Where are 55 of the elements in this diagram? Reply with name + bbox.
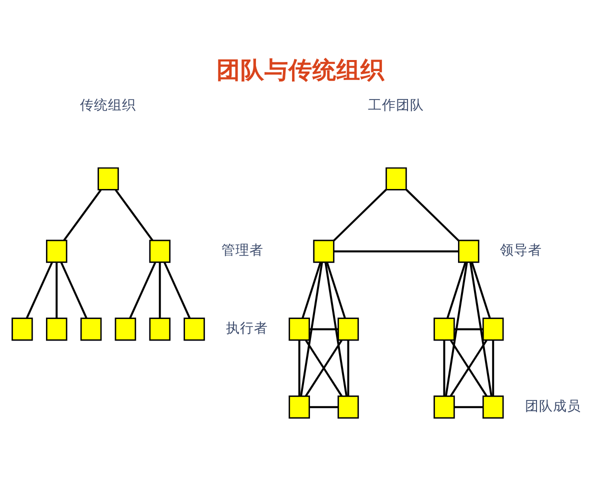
connector (450, 340, 488, 397)
label: 执行者 (226, 320, 268, 336)
connector (300, 262, 324, 396)
node-box (98, 167, 119, 190)
connector (446, 262, 466, 318)
connector (164, 262, 191, 319)
node-box (434, 396, 455, 419)
connector (114, 189, 154, 241)
connector (492, 340, 494, 396)
connector (158, 262, 161, 318)
node-box (482, 318, 504, 341)
connector (469, 262, 492, 396)
node-box (386, 167, 407, 190)
node-box (80, 318, 102, 341)
connector (333, 188, 387, 242)
connector (310, 328, 338, 330)
node-box (288, 318, 310, 341)
node-box (338, 318, 359, 341)
node-box (482, 396, 504, 419)
node-box (46, 318, 68, 341)
node-box (288, 396, 310, 419)
node-box (149, 318, 170, 341)
connector (324, 262, 348, 396)
connector (56, 262, 58, 318)
label: 管理者 (221, 242, 264, 258)
connector (444, 262, 468, 396)
label: 领导者 (500, 242, 542, 258)
node-box (458, 240, 480, 263)
node-box (338, 396, 359, 419)
connector (129, 262, 156, 319)
connector (26, 262, 53, 319)
node-box (12, 318, 33, 341)
connector (326, 262, 346, 318)
connector (302, 262, 322, 318)
connector (471, 262, 491, 318)
connector (406, 188, 460, 242)
node-box (184, 318, 205, 341)
connector (60, 262, 88, 319)
label: 传统组织 (80, 98, 136, 114)
node-box (149, 240, 170, 263)
node-box (46, 240, 68, 263)
connector (63, 189, 102, 241)
diagram-title: 团队与传统组织 (216, 56, 385, 84)
connector (347, 340, 350, 396)
connector (443, 340, 446, 396)
label: 团队成员 (524, 398, 581, 414)
label: 工作团队 (368, 98, 424, 114)
connector (298, 340, 300, 396)
node-box (434, 318, 455, 341)
node-box (313, 240, 334, 263)
connector (334, 250, 459, 252)
connector (310, 406, 338, 408)
node-box (114, 318, 136, 341)
connector (454, 406, 483, 408)
connector (454, 328, 483, 330)
